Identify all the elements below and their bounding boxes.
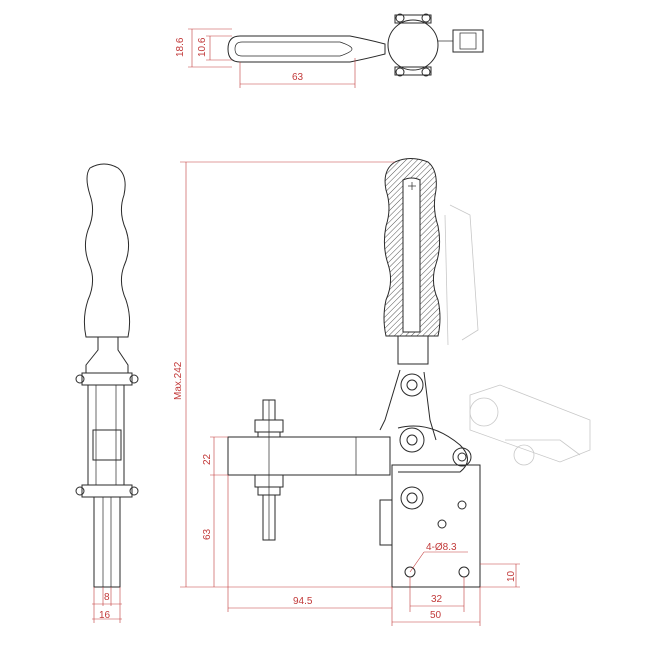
dim-outer-width: 16 [99, 610, 111, 621]
front-view [227, 158, 591, 588]
side-view-base [93, 496, 121, 588]
front-view-main-pivot [399, 427, 425, 453]
dim-arm-height: 22 [202, 453, 213, 465]
front-view-handle-core [402, 177, 421, 333]
side-view-pin-upper-right [129, 374, 139, 384]
top-view-hub [387, 19, 439, 71]
side-view-pivot-block [92, 429, 122, 461]
side-view-pin-upper-left [75, 374, 85, 384]
top-view-pin-3 [395, 67, 405, 77]
front-view-base [379, 464, 481, 588]
front-view-base-pivot [400, 486, 424, 510]
dim-overall-width: 18.6 [175, 37, 186, 57]
front-view-clamp-arm [227, 436, 391, 476]
top-view-dimensions: 18.6 10.6 63 [175, 28, 356, 88]
front-view-open-position [444, 204, 591, 466]
dim-holes: 4-Ø8.3 [426, 542, 457, 553]
dim-reach: 94.5 [293, 596, 313, 607]
front-view-handle-bar [397, 335, 429, 365]
top-view-arm [227, 35, 386, 63]
side-view [75, 163, 139, 588]
top-view-hub-cap-top [394, 14, 432, 24]
dim-slot-length: 63 [292, 72, 304, 83]
top-view-pin-2 [421, 13, 431, 23]
front-view-upper-pivot [400, 373, 424, 397]
front-view-rear-pivot [452, 447, 472, 467]
dim-slot-width: 10.6 [197, 37, 208, 57]
dim-hole-offset: 10 [506, 570, 517, 582]
mount-hole-2 [437, 519, 447, 529]
top-view [227, 13, 484, 77]
side-view-handle-neck [85, 337, 129, 373]
dim-hole-pitch: 32 [431, 594, 443, 605]
top-view-hub-cap-bottom [394, 66, 432, 76]
top-view-pin-4 [421, 67, 431, 77]
dim-base-width: 50 [430, 610, 442, 621]
mount-hole-1 [457, 500, 467, 510]
mount-hole-4 [458, 566, 470, 578]
side-view-handle-grip [83, 163, 131, 338]
top-view-pin-1 [395, 13, 405, 23]
side-view-lower-link [81, 484, 133, 498]
front-view-link [379, 369, 437, 441]
side-view-pin-lower-right [129, 486, 139, 496]
dim-base-height: 63 [202, 528, 213, 540]
top-view-spindle-nut [459, 32, 477, 50]
side-view-upper-link [81, 372, 133, 386]
front-view-dimensions: Max.242 22 63 94.5 4-Ø8.3 10 32 50 [173, 161, 520, 626]
dim-max-height: Max.242 [173, 361, 184, 400]
front-view-base-stop [379, 499, 393, 546]
side-view-dimensions: 8 16 [92, 587, 122, 623]
side-view-pin-lower-left [75, 486, 85, 496]
dim-inner-width: 8 [104, 592, 110, 603]
top-view-slot [234, 41, 353, 57]
front-view-rear-lever [397, 425, 468, 473]
